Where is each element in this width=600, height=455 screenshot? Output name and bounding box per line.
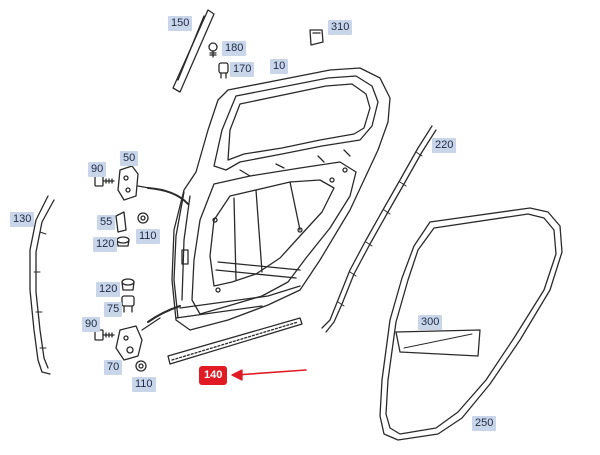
lower-hinge-part (115, 317, 161, 361)
callout-120-upper: 120 (93, 237, 118, 252)
front-seal-part (29, 195, 55, 375)
cap-part (309, 29, 324, 46)
callout-75: 75 (104, 302, 123, 317)
callout-150: 150 (168, 16, 193, 31)
callout-170: 170 (230, 62, 255, 77)
callout-50: 50 (120, 151, 139, 166)
callout-300: 300 (418, 315, 443, 330)
sill-strip-part (167, 317, 303, 365)
callout-120-lower: 120 (96, 282, 121, 297)
pointer-arrow (231, 369, 307, 381)
nut-lower-part (135, 360, 147, 372)
door-shell-part (171, 67, 391, 331)
callout-180: 180 (222, 41, 247, 56)
callout-220: 220 (432, 138, 457, 153)
grommet-upper-part (116, 236, 130, 247)
upper-hinge-part (117, 165, 161, 201)
callout-10: 10 (270, 59, 289, 74)
callout-130: 130 (10, 212, 35, 227)
nut-upper-part (137, 212, 149, 224)
callout-250: 250 (472, 416, 497, 431)
callout-110-lower: 110 (132, 377, 156, 392)
callout-310: 310 (328, 20, 353, 35)
grommet-lower-part (121, 278, 135, 291)
door-seal-part (379, 207, 563, 441)
callout-55: 55 (97, 215, 116, 230)
rubber-stop-part (115, 211, 127, 233)
callout-90-upper: 90 (88, 162, 107, 177)
hinge-leader-lower (147, 305, 181, 323)
callout-140: 140 (199, 366, 228, 385)
window-channel-part (172, 9, 215, 93)
clip-part (218, 62, 229, 79)
callout-110-upper: 110 (136, 229, 160, 244)
plug-part (121, 295, 135, 313)
rear-seal-part (321, 125, 437, 333)
callout-90-lower: 90 (82, 317, 101, 332)
hinge-leader-upper (147, 187, 189, 205)
label-sticker-part (395, 329, 481, 357)
bolt-upper-part (94, 175, 115, 187)
callout-70: 70 (104, 360, 123, 375)
screw-part (208, 42, 218, 58)
